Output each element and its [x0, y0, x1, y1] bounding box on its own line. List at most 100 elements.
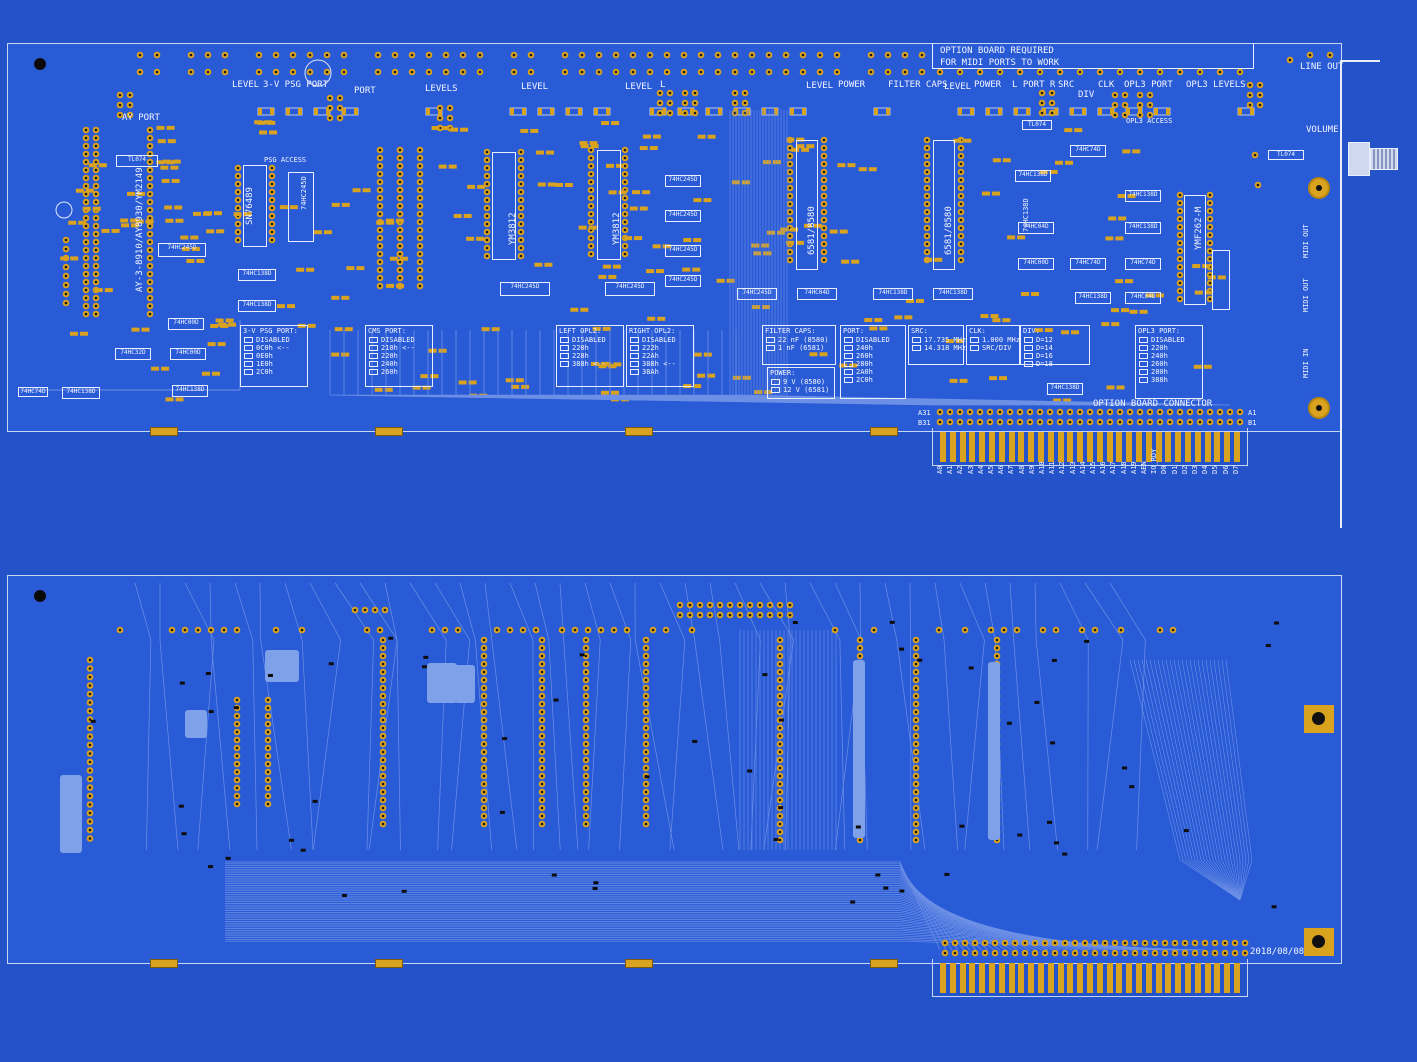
pad-hole [778, 766, 782, 770]
trace [909, 582, 912, 851]
pad-hole [1208, 209, 1212, 213]
pad-hole [998, 70, 1002, 74]
pad-hole [644, 742, 648, 746]
pad-hole [378, 172, 382, 176]
via [959, 824, 965, 828]
pad-hole [1041, 628, 1045, 632]
pad-hole [580, 70, 584, 74]
pad-hole [270, 222, 274, 226]
pad-hole [668, 111, 672, 115]
pad-hole [88, 752, 92, 755]
via [1050, 741, 1056, 745]
pad-hole [519, 238, 523, 242]
pad-hole [270, 198, 274, 202]
pad [774, 108, 778, 115]
pad-hole [540, 678, 544, 682]
pad-hole [733, 70, 737, 74]
pad-hole [1040, 101, 1044, 105]
copper-pour [427, 663, 457, 703]
via [850, 900, 856, 904]
via [1062, 852, 1068, 856]
pad [874, 108, 878, 115]
pad-hole [398, 164, 402, 168]
pad-hole [1208, 201, 1212, 205]
pad-hole [914, 798, 918, 802]
pad-hole [788, 258, 792, 262]
pad-hole [418, 204, 422, 208]
pad-hole [381, 734, 385, 738]
pad-hole [236, 166, 240, 170]
pad-hole [418, 196, 422, 200]
pad-hole [584, 702, 588, 706]
pad-hole [236, 206, 240, 210]
pad-hole [118, 628, 122, 632]
pad-hole [398, 260, 402, 264]
pad-hole [778, 726, 782, 730]
pad-hole [1003, 951, 1007, 955]
pad-hole [858, 646, 862, 650]
via [90, 719, 96, 723]
pad-hole [540, 742, 544, 746]
pad-hole [1119, 628, 1123, 632]
pad-hole [943, 951, 947, 955]
pad-hole [418, 228, 422, 232]
pad-hole [1158, 70, 1162, 74]
pad-hole [519, 222, 523, 226]
pad-hole [788, 202, 792, 206]
pad-hole [822, 162, 826, 166]
via [401, 889, 407, 893]
pad-hole [393, 53, 397, 57]
pad-hole [693, 91, 697, 95]
pad-hole [1113, 941, 1117, 945]
pad-hole [959, 170, 963, 174]
pad-hole [1013, 941, 1017, 945]
pad [718, 108, 722, 115]
pad-hole [584, 718, 588, 722]
via [288, 838, 294, 842]
pad-hole [1093, 628, 1097, 632]
pad-hole [1013, 951, 1017, 955]
pad-hole [584, 782, 588, 786]
pad-hole [1043, 951, 1047, 955]
via [747, 769, 753, 773]
pad-hole [257, 70, 261, 74]
pad-hole [644, 806, 648, 810]
via [883, 886, 889, 890]
pad-hole [274, 70, 278, 74]
pad-hole [235, 714, 239, 718]
pad-hole [521, 628, 525, 632]
pad-hole [822, 226, 826, 230]
pad-hole [418, 156, 422, 160]
pad-hole [88, 803, 92, 806]
pad-hole [84, 288, 88, 292]
pad-hole [914, 638, 918, 642]
pad-hole [381, 782, 385, 786]
pad-hole [373, 608, 377, 612]
pad-hole [995, 654, 999, 658]
pad-hole [485, 222, 489, 226]
pad-hole [519, 166, 523, 170]
via [225, 856, 231, 860]
pad-hole [788, 250, 792, 254]
pad-hole [728, 603, 732, 607]
trace [1221, 659, 1250, 901]
pad-hole [963, 628, 967, 632]
pad-hole [858, 838, 862, 842]
pad-hole [623, 212, 627, 216]
pad-hole [88, 820, 92, 823]
pad-hole [342, 53, 346, 57]
pad-hole [1113, 113, 1117, 117]
pad [326, 108, 330, 115]
pad-hole [925, 138, 929, 142]
pad-hole [1248, 93, 1252, 97]
pad [790, 108, 794, 115]
pad-hole [398, 148, 402, 152]
pad-hole [1040, 111, 1044, 115]
pad-hole [925, 202, 929, 206]
pad-hole [914, 814, 918, 818]
pad [1250, 108, 1254, 115]
pad-hole [508, 628, 512, 632]
pad-hole [995, 638, 999, 642]
pad-hole [631, 53, 635, 57]
